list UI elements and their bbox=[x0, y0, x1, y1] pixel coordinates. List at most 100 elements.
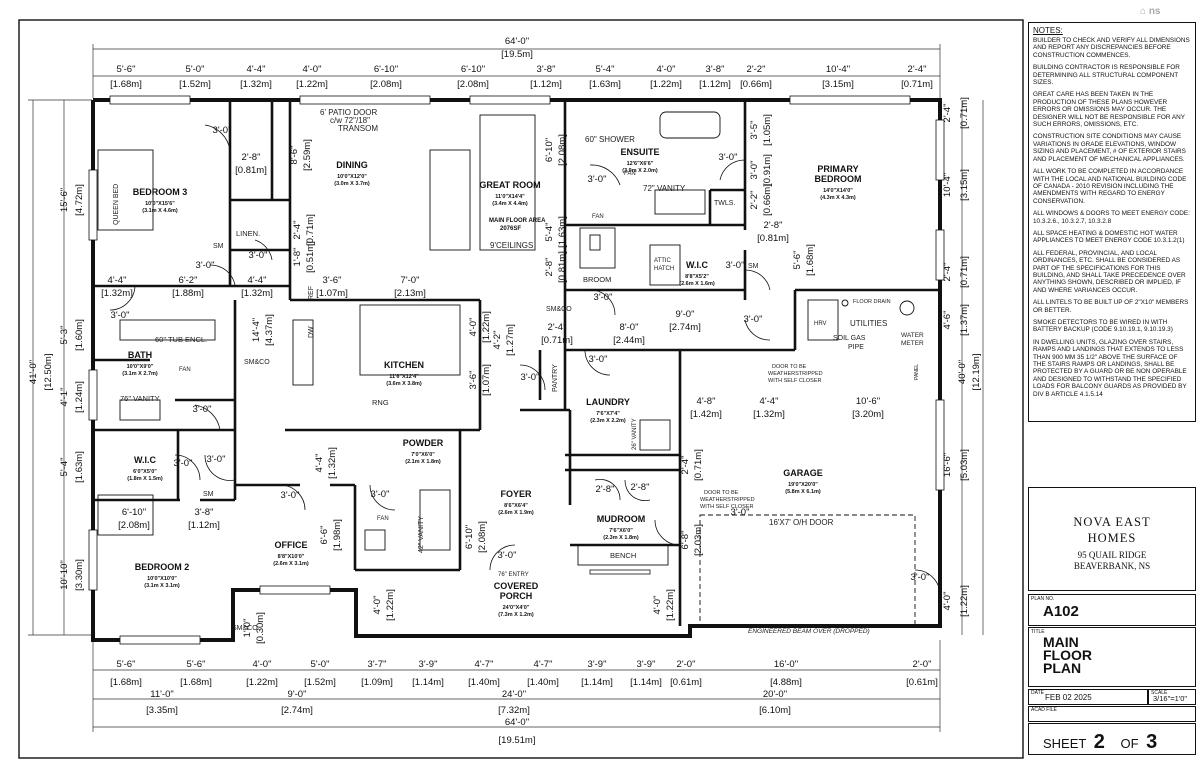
bench-label: BENCH bbox=[610, 551, 636, 560]
room-name-wic-primary: W.I.C bbox=[686, 260, 708, 270]
dim-interior: 14'-4" bbox=[251, 318, 262, 342]
dim-top-total: 64'-0" bbox=[505, 36, 529, 47]
dim-interior-metric: [1.22m] bbox=[481, 311, 492, 343]
dim-interior-metric: [3.20m] bbox=[852, 409, 884, 420]
room-size-covered-porch: 24'0"X4'0" bbox=[503, 605, 530, 611]
dim-interior: 6'-10" bbox=[544, 138, 555, 162]
dim-interior: 4'-4" bbox=[314, 454, 325, 473]
note-item: BUILDER TO CHECK AND VERIFY ALL DIMENSIO… bbox=[1033, 37, 1190, 59]
dim-top-seg-metric: [1.32m] bbox=[240, 79, 272, 90]
dim-interior-metric: [1.32m] bbox=[241, 288, 273, 299]
kitchen-island bbox=[359, 304, 461, 376]
oh-door-label: 16'X7' O/H DOOR bbox=[769, 518, 834, 527]
dim-interior: 6'-6" bbox=[319, 526, 330, 545]
patio-door-label-2: c/w 72"/18" bbox=[330, 116, 370, 125]
dim-interior-metric: [2.08m] bbox=[118, 520, 150, 531]
dim-bottom-seg: 5'-6" bbox=[187, 659, 206, 670]
door-swing-label: 3'-0" bbox=[371, 489, 390, 500]
room-metric-powder: (2.1m X 1.8m) bbox=[405, 459, 441, 465]
room-size-bedroom-3: 10'0"X15'6" bbox=[145, 201, 175, 207]
room-name-office: OFFICE bbox=[275, 540, 308, 550]
laundry-tub bbox=[639, 419, 671, 451]
dim-top-seg: 3'-8" bbox=[706, 64, 725, 75]
dim-interior-metric: [0.71m] bbox=[305, 214, 316, 246]
attic-label: ATTIC bbox=[654, 258, 672, 264]
sheet-block: SHEET 2 OF 3 bbox=[1028, 723, 1196, 755]
ceilings-label: 9'CEILINGS bbox=[490, 241, 533, 250]
dim-bottom-mid: 9'-0" bbox=[288, 689, 307, 700]
dim-interior-metric: [1.27m] bbox=[505, 324, 516, 356]
dim-interior-metric: [0.91m] bbox=[762, 154, 773, 186]
dim-top-total-metric: [19.5m] bbox=[501, 49, 533, 60]
floor-drain-label: FLOOR DRAIN bbox=[853, 299, 891, 305]
room-metric-garage: (5.8m X 6.1m) bbox=[785, 489, 821, 495]
water-heater bbox=[899, 300, 915, 316]
dining-table-outline bbox=[429, 149, 471, 251]
dim-bottom-seg-metric: [1.14m] bbox=[581, 677, 613, 688]
dim-left-seg: 10'-10" bbox=[59, 560, 70, 589]
tub-bath bbox=[119, 319, 216, 341]
room-metric-foyer: (2.6m X 1.9m) bbox=[498, 510, 534, 516]
dim-bottom-seg-metric: [0.61m] bbox=[670, 677, 702, 688]
note-item: ALL SPACE HEATING & DOMESTIC HOT WATER A… bbox=[1033, 229, 1185, 245]
room-name-ensuite: ENSUITE bbox=[620, 147, 659, 157]
stove bbox=[292, 319, 314, 386]
door-swing-label: 3'-0" bbox=[498, 550, 517, 561]
dim-bottom-seg: 5'-0" bbox=[311, 659, 330, 670]
dim-top-seg-metric: [1.22m] bbox=[650, 79, 682, 90]
dim-interior-metric: [1.07m] bbox=[316, 288, 348, 299]
dim-interior: 3'-6" bbox=[468, 371, 479, 390]
weather-door-1-l1: DOOR TO BE bbox=[772, 364, 807, 370]
title-caption: TITLE bbox=[1031, 629, 1045, 635]
dim-top-seg-metric: [1.22m] bbox=[296, 79, 328, 90]
door-swings bbox=[109, 124, 941, 596]
dim-interior-metric: [1.98m] bbox=[332, 519, 343, 551]
company-block: NOVA EAST HOMES 95 QUAIL RIDGE BEAVERBAN… bbox=[1028, 487, 1196, 591]
dim-interior-metric: [0.66m] bbox=[762, 184, 773, 216]
dim-interior: 6'-8" bbox=[680, 531, 691, 550]
dim-interior: 9'-0" bbox=[676, 309, 695, 320]
plan-no-value: A102 bbox=[1043, 603, 1079, 620]
dim-interior: 4'-4" bbox=[760, 396, 779, 407]
dim-top-seg: 2'-4" bbox=[908, 64, 927, 75]
dim-top-seg-metric: [1.12m] bbox=[699, 79, 731, 90]
sm-label-hall: SM bbox=[203, 491, 214, 498]
dim-interior-metric: [1.32m] bbox=[327, 447, 338, 479]
weather-door-2-l1: DOOR TO BE bbox=[704, 490, 739, 496]
room-name-primary-bedroom: PRIMARY bbox=[817, 164, 858, 174]
beam-label: ENGINEERED BEAM OVER (DROPPED) bbox=[748, 628, 870, 635]
dim-interior: 5'-4" bbox=[544, 223, 555, 242]
title-block: TITLE MAIN FLOOR PLAN bbox=[1028, 627, 1196, 687]
room-size-foyer: 8'6"X6'4" bbox=[504, 503, 528, 509]
dim-right-seg: 2'-4" bbox=[942, 263, 953, 282]
dim-bottom-total-metric: [19.51m] bbox=[499, 735, 536, 746]
note-item: ALL LINTELS TO BE BUILT UP OF 2"X10" MEM… bbox=[1033, 299, 1189, 314]
room-metric-kitchen: (3.6m X 3.8m) bbox=[386, 381, 422, 387]
room-labels: BEDROOM 310'0"X15'6"(3.1m X 4.6m)DINING1… bbox=[122, 147, 861, 618]
room-metric-wic-primary: (2.6m X 1.6m) bbox=[679, 281, 715, 287]
room-size-laundry: 7'6"X7'4" bbox=[596, 411, 620, 417]
door-swing-label: 3'-0" bbox=[589, 354, 608, 365]
logo-text: ns bbox=[1148, 6, 1161, 17]
main-area-label-2: 2076SF bbox=[500, 226, 521, 232]
dim-top-seg: 6'-10" bbox=[374, 64, 398, 75]
dim-bottom-seg: 3'-9" bbox=[637, 659, 656, 670]
dim-right-seg: 2'-4" bbox=[942, 104, 953, 123]
note-item: SMOKE DETECTORS TO BE WIRED IN WITH BATT… bbox=[1033, 319, 1173, 334]
dim-interior: 2'-8" bbox=[764, 220, 783, 231]
scale-caption: SCALE bbox=[1151, 690, 1168, 696]
dim-interior-metric: [2.44m] bbox=[613, 335, 645, 346]
dim-top-seg-metric: [2.08m] bbox=[457, 79, 489, 90]
door-swing-label: 3'-0" bbox=[193, 404, 212, 415]
room-metric-bedroom-2: (3.1m X 3.1m) bbox=[144, 583, 180, 589]
door-swing-label-small: 2'-8" bbox=[631, 482, 650, 493]
date-caption: DATE bbox=[1031, 690, 1044, 696]
room-size-powder: 7'0"X6'0" bbox=[411, 452, 435, 458]
dim-top-seg-metric: [1.12m] bbox=[530, 79, 562, 90]
room-metric-bedroom-3: (3.1m X 4.6m) bbox=[142, 208, 178, 214]
door-swing-label-small: 2'-8" bbox=[596, 484, 615, 495]
dim-right-outer: 40'-0" bbox=[957, 360, 968, 384]
vanity76-label: 76" VANITY bbox=[120, 394, 160, 403]
vanity42-label: 42" VANITY bbox=[418, 516, 425, 553]
dim-bottom-seg: 16'-0" bbox=[774, 659, 798, 670]
